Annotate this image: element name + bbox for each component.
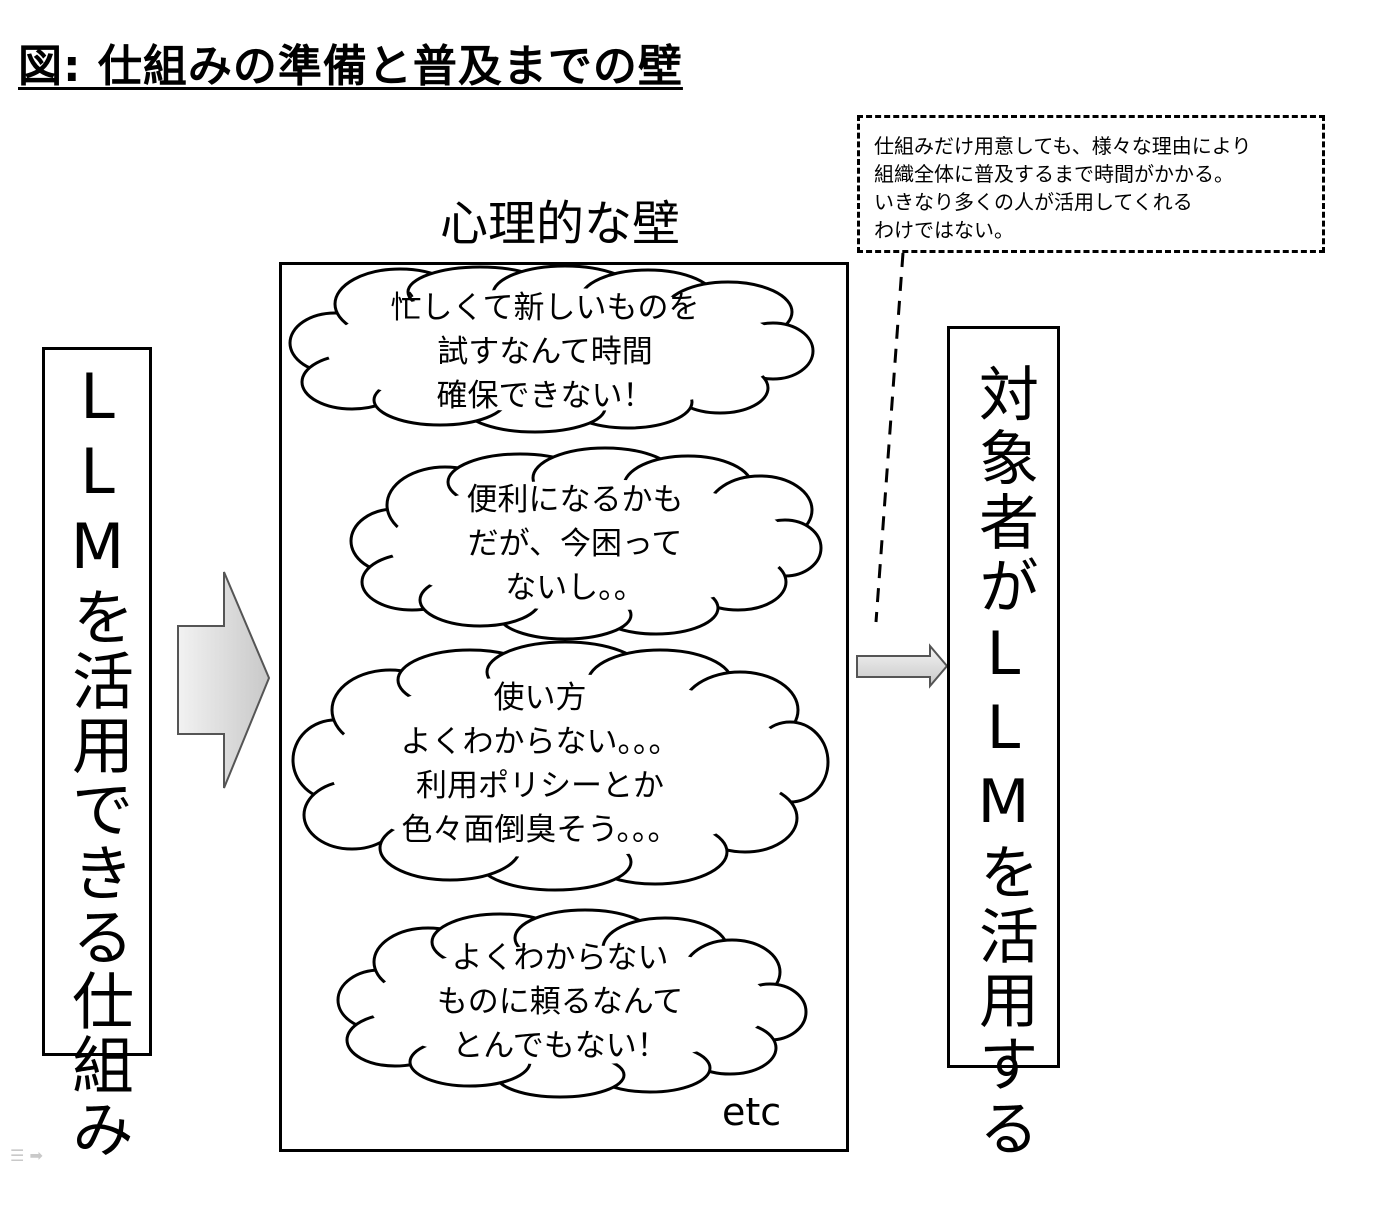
bubble-4-line-1: よくわからない [451,940,669,976]
callout-line-3: いきなり多くの人が活用してくれる [874,190,1193,214]
bubble-1-line-1: 忙しくて新しいものを [390,290,700,326]
outcome-label: 対象者がLLMを活用する [968,363,1039,1161]
etc-label: etc [722,1090,782,1134]
bubble-2-line-2: だが、今困って [467,526,683,562]
next-arrow-icon[interactable]: ➡ [29,1146,43,1165]
bubble-3-line-2: よくわからない。。。 [400,724,680,760]
bubble-2-line-3: ないし。。 [505,570,645,606]
mechanism-box: LLMを活用できる仕組み [42,347,152,1161]
barrier-heading: 心理的な壁 [439,196,680,252]
bubble-text-4: よくわからない ものに頼るなんて とんでもない！ [400,936,720,1068]
bubble-4-line-3: とんでもない！ [452,1028,668,1064]
menu-icon[interactable]: ☰ [10,1146,25,1165]
callout-line-2: 組織全体に普及するまで時間がかかる。 [874,162,1234,186]
barrier-box [279,262,849,1152]
callout-connector [874,252,905,623]
bubble-3-line-1: 使い方 [493,680,587,716]
bubble-1-line-3: 確保できない！ [436,378,654,414]
big-arrow-icon [177,571,271,789]
callout-note: 仕組みだけ用意しても、様々な理由により 組織全体に普及するまで時間がかかる。 い… [857,115,1325,253]
outcome-box: 対象者がLLMを活用する [947,326,1060,1161]
page-title: 図: 仕組みの準備と普及までの壁 [18,41,683,92]
callout-line-4: わけではない。 [874,218,1014,242]
bubble-3-line-4: 色々面倒臭そう。。。 [401,812,679,848]
small-arrow-icon [856,643,949,689]
bubble-3-line-3: 利用ポリシーとか [416,768,664,804]
bubble-text-1: 忙しくて新しいものを 試すなんて時間 確保できない！ [345,286,745,418]
bubble-2-line-1: 便利になるかも [466,482,684,518]
slide-controls[interactable]: ☰ ➡ [10,1146,43,1165]
callout-line-1: 仕組みだけ用意しても、様々な理由により [874,134,1252,158]
bubble-1-line-2: 試すなんて時間 [437,334,653,370]
mechanism-label: LLMを活用できる仕組み [61,360,134,1161]
bubble-text-2: 便利になるかも だが、今困って ないし。。 [415,478,735,610]
bubble-text-3: 使い方 よくわからない。。。 利用ポリシーとか 色々面倒臭そう。。。 [370,676,710,852]
bubble-4-line-2: ものに頼るなんて [436,984,684,1020]
